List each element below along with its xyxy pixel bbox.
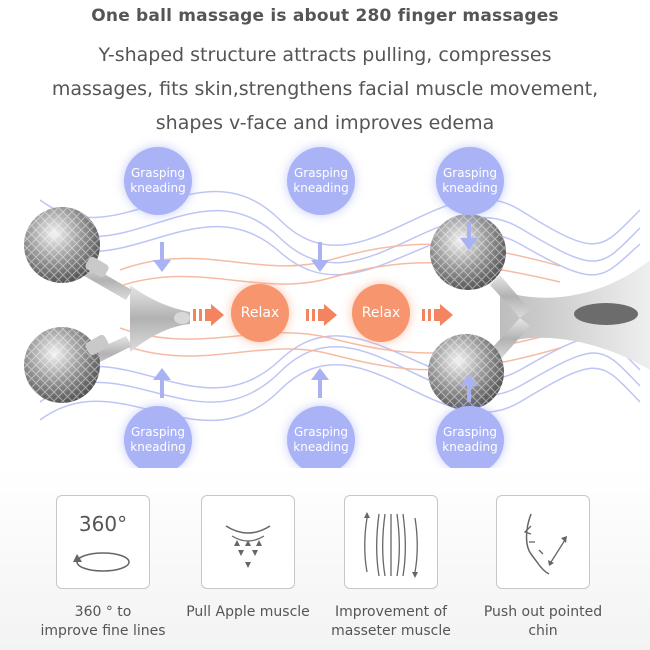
feature-label: Improvement of masseter muscle bbox=[316, 603, 466, 641]
roller-left bbox=[24, 207, 190, 403]
badge-line: Grasping bbox=[130, 166, 185, 180]
label-line: improve fine lines bbox=[40, 623, 166, 639]
360-rotate-icon bbox=[73, 552, 130, 572]
description-line: massages, fits skin,strengthens facial m… bbox=[51, 78, 599, 100]
relax-badge: Relax bbox=[231, 284, 289, 342]
page-description: Y-shaped structure attracts pulling, com… bbox=[0, 38, 650, 140]
label-line: Improvement of bbox=[334, 604, 448, 620]
feature-apple-muscle: Pull Apple muscle bbox=[173, 495, 323, 622]
relax-badge: Relax bbox=[352, 284, 410, 342]
feature-label: Push out pointed chin bbox=[468, 603, 618, 641]
badge-line: kneading bbox=[293, 440, 349, 454]
description-line: Y-shaped structure attracts pulling, com… bbox=[98, 44, 552, 66]
face-chin-icon bbox=[523, 513, 567, 575]
360-text: 360° bbox=[78, 512, 128, 536]
badge-line: Grasping bbox=[130, 425, 185, 439]
badge-line: kneading bbox=[442, 440, 498, 454]
feature-masseter: Improvement of masseter muscle bbox=[316, 495, 466, 641]
feature-label: 360 ° to improve fine lines bbox=[28, 603, 178, 641]
badge-line: Grasping bbox=[293, 425, 348, 439]
badge-line: kneading bbox=[293, 181, 349, 195]
badge-line: Grasping bbox=[442, 166, 497, 180]
feature-label: Pull Apple muscle bbox=[173, 603, 323, 622]
badge-line: kneading bbox=[130, 181, 186, 195]
feature-icon-box bbox=[344, 495, 438, 589]
lift-arrows-icon bbox=[225, 525, 271, 568]
badge-line: kneading bbox=[442, 181, 498, 195]
badge-line: kneading bbox=[130, 440, 186, 454]
vertical-lines-icon bbox=[364, 512, 418, 578]
flow-arrows bbox=[193, 304, 453, 326]
page-title: One ball massage is about 280 finger mas… bbox=[91, 6, 559, 26]
feature-pointed-chin: Push out pointed chin bbox=[468, 495, 618, 641]
feature-360: 360° 360 ° to improve fine lines bbox=[28, 495, 178, 641]
feature-icon-box bbox=[496, 495, 590, 589]
diagram-graphics bbox=[24, 190, 650, 422]
label-line: 360 ° to bbox=[74, 604, 132, 620]
roller-right bbox=[428, 214, 650, 410]
label-line: Pull Apple muscle bbox=[186, 604, 310, 620]
label-line: Push out pointed chin bbox=[483, 604, 603, 639]
description-line: shapes v-face and improves edema bbox=[155, 112, 495, 134]
badge-line: Grasping bbox=[442, 425, 497, 439]
label-line: masseter muscle bbox=[331, 623, 451, 639]
feature-icon-box bbox=[201, 495, 295, 589]
badge-line: Grasping bbox=[293, 166, 348, 180]
feature-icon-box: 360° bbox=[56, 495, 150, 589]
